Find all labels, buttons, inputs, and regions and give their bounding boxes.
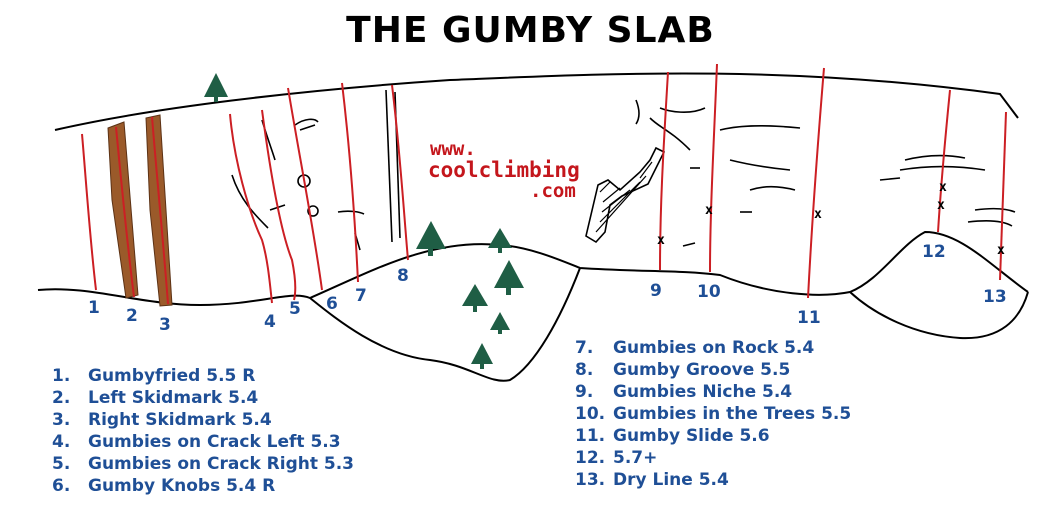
legend-item-number: 5. xyxy=(52,454,71,474)
route-line-9 xyxy=(659,71,669,271)
route-line-6 xyxy=(287,87,323,291)
legend-item-number: 9. xyxy=(575,382,594,402)
route-line-4 xyxy=(229,113,273,304)
legend-item: 9. Gumbies Niche 5.4 xyxy=(575,381,851,403)
legend-item: 6. Gumby Knobs 5.4 R xyxy=(52,475,354,497)
route-number-11: 11 xyxy=(797,308,821,328)
route-number-10: 10 xyxy=(697,282,721,302)
route-number-3: 3 xyxy=(159,315,171,335)
legend-item-text: 5.7+ xyxy=(613,448,658,468)
legend-item: 3. Right Skidmark 5.4 xyxy=(52,409,354,431)
route-line-13 xyxy=(999,111,1007,281)
route-number-7: 7 xyxy=(355,286,367,306)
legend-item-text: Gumbies on Crack Left 5.3 xyxy=(88,432,341,452)
bolt-marker-icon: x xyxy=(814,207,822,222)
tree-icon xyxy=(494,260,524,295)
legend-item: 7. Gumbies on Rock 5.4 xyxy=(575,337,851,359)
legend-item-text: Gumbyfried 5.5 R xyxy=(88,366,256,386)
route-number-8: 8 xyxy=(397,266,409,286)
route-number-13: 13 xyxy=(983,287,1007,307)
tree-icon xyxy=(488,228,512,253)
legend-item: 5. Gumbies on Crack Right 5.3 xyxy=(52,453,354,475)
watermark-line2: coolclimbing xyxy=(428,158,580,182)
route-legend-left: 1. Gumbyfried 5.5 R 2. Left Skidmark 5.4 3… xyxy=(52,365,354,497)
route-number-12: 12 xyxy=(922,242,946,262)
route-number-5: 5 xyxy=(289,299,301,319)
tree-icon xyxy=(462,284,488,312)
tree-icon xyxy=(471,343,493,369)
bolt-markers: x x x x x x xyxy=(657,180,1005,258)
route-line-2 xyxy=(115,126,135,298)
flake-hatching xyxy=(595,161,653,233)
tree-icon xyxy=(490,312,510,334)
watermark-line1: www. xyxy=(430,138,476,160)
legend-item-text: Gumby Groove 5.5 xyxy=(613,360,791,380)
route-lines xyxy=(81,63,1007,305)
route-number-9: 9 xyxy=(650,281,662,301)
legend-item-text: Gumbies Niche 5.4 xyxy=(613,382,793,402)
legend-item: 10. Gumbies in the Trees 5.5 xyxy=(575,403,851,425)
bolt-marker-icon: x xyxy=(705,203,713,218)
legend-item-number: 10. xyxy=(575,404,606,424)
legend-item: 12. 5.7+ xyxy=(575,447,851,469)
legend-item-number: 13. xyxy=(575,470,606,490)
topo-title: THE GUMBY SLAB xyxy=(346,10,715,51)
bolt-marker-icon: x xyxy=(657,233,665,248)
watermark-line3: .com xyxy=(530,180,576,202)
route-line-8 xyxy=(391,84,409,261)
route-line-7 xyxy=(341,82,359,283)
route-line-3 xyxy=(151,116,169,305)
route-legend-right: 7. Gumbies on Rock 5.4 8. Gumby Groove 5.5… xyxy=(575,337,851,491)
route-line-10 xyxy=(709,63,718,273)
legend-item-number: 1. xyxy=(52,366,71,386)
tree-icon xyxy=(204,73,228,102)
legend-item-number: 11. xyxy=(575,426,606,446)
legend-item-text: Dry Line 5.4 xyxy=(613,470,729,490)
legend-item-text: Gumbies in the Trees 5.5 xyxy=(613,404,852,424)
legend-item-number: 6. xyxy=(52,476,71,496)
route-line-12 xyxy=(937,89,951,233)
legend-item: 4. Gumbies on Crack Left 5.3 xyxy=(52,431,354,453)
route-number-1: 1 xyxy=(88,298,100,318)
brown-water-streaks xyxy=(107,114,173,307)
legend-item-text: Gumby Slide 5.6 xyxy=(613,426,770,446)
legend-item-number: 4. xyxy=(52,432,71,452)
route-number-2: 2 xyxy=(126,306,138,326)
route-number-6: 6 xyxy=(326,294,338,314)
legend-item-number: 8. xyxy=(575,360,594,380)
legend-item-number: 12. xyxy=(575,448,606,468)
legend-item: 8. Gumby Groove 5.5 xyxy=(575,359,851,381)
rock-features xyxy=(231,89,1016,251)
route-line-5 xyxy=(261,109,297,301)
legend-item-text: Gumbies on Rock 5.4 xyxy=(613,338,815,358)
route-line-11 xyxy=(807,67,825,299)
route-number-4: 4 xyxy=(264,312,276,332)
legend-item-number: 2. xyxy=(52,388,71,408)
legend-item: 1. Gumbyfried 5.5 R xyxy=(52,365,354,387)
legend-item-number: 7. xyxy=(575,338,594,358)
bolt-marker-icon: x xyxy=(997,243,1005,258)
legend-item-text: Gumby Knobs 5.4 R xyxy=(88,476,276,496)
legend-item-text: Left Skidmark 5.4 xyxy=(88,388,259,408)
legend-item-text: Right Skidmark 5.4 xyxy=(88,410,272,430)
bolt-marker-icon: x xyxy=(939,180,947,195)
bolt-marker-icon: x xyxy=(937,198,945,213)
legend-item: 2. Left Skidmark 5.4 xyxy=(52,387,354,409)
legend-item: 13. Dry Line 5.4 xyxy=(575,469,851,491)
trees xyxy=(204,73,524,369)
tree-icon xyxy=(416,221,446,256)
route-line-1 xyxy=(81,133,97,291)
legend-item: 11. Gumby Slide 5.6 xyxy=(575,425,851,447)
slab-outline xyxy=(37,72,1029,382)
legend-item-text: Gumbies on Crack Right 5.3 xyxy=(88,454,355,474)
legend-item-number: 3. xyxy=(52,410,71,430)
